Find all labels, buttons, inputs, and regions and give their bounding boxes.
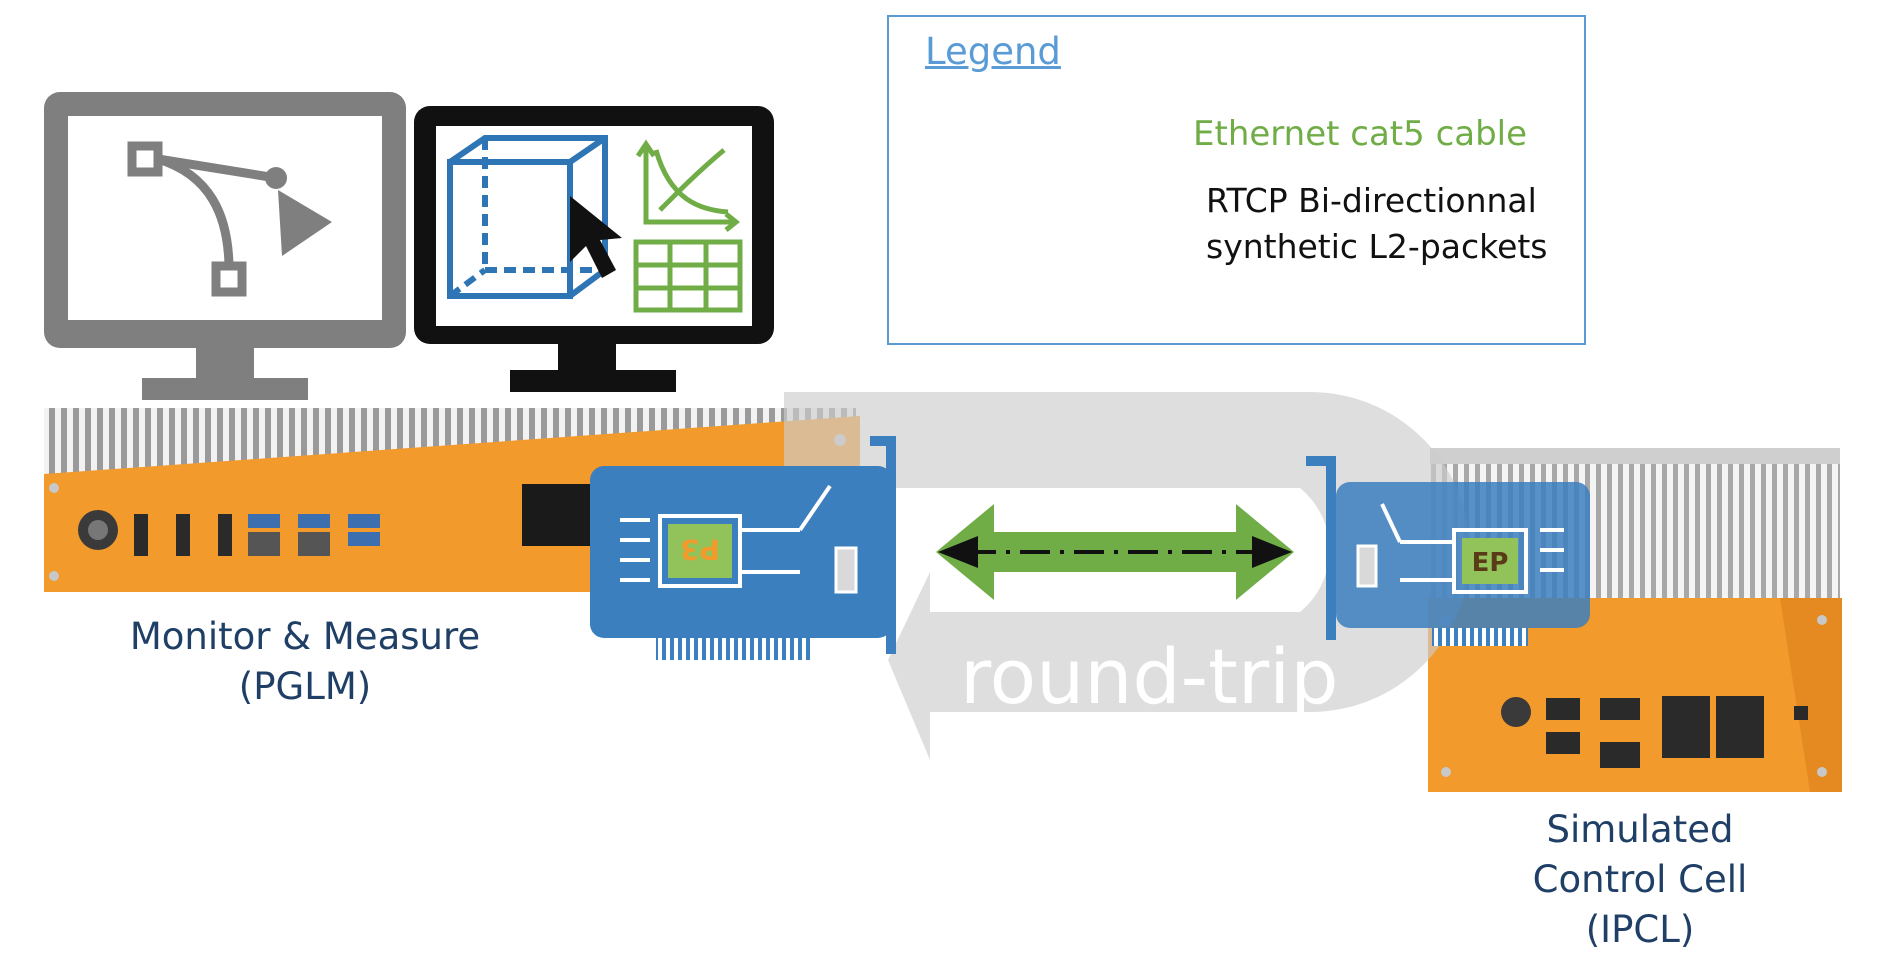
black-monitor-icon [414, 106, 774, 392]
ipcl-label: Simulated Control Cell (IPCL) [1480, 805, 1800, 955]
legend-box [887, 15, 1586, 345]
cursor-icon [570, 196, 622, 278]
gray-monitor-icon [44, 92, 406, 400]
bezier-tool-icon [127, 141, 277, 297]
ipcl-pc [1428, 448, 1842, 792]
pglm-label-line2: (PGLM) [238, 664, 372, 708]
nic-right: EP [1306, 456, 1590, 646]
pglm-label: Monitor & Measure (PGLM) [100, 612, 510, 712]
legend-rtcp-label: RTCP Bi-directionnal synthetic L2-packet… [1206, 178, 1548, 270]
table-icon [633, 239, 743, 313]
legend-ethernet-label: Ethernet cat5 cable [1193, 114, 1528, 154]
nic-right-chip-text: EP [1472, 548, 1509, 578]
chart-icon [635, 139, 741, 232]
nic-left-chip-text: P3 [680, 533, 720, 566]
round-trip-arrow-icon [784, 392, 1470, 760]
legend-rtcp-line2: synthetic L2-packets [1206, 227, 1548, 267]
nic-left: P3 [590, 436, 896, 660]
round-trip-label: round-trip [960, 632, 1339, 721]
legend-title: Legend [925, 30, 1061, 73]
ethernet-cable-arrow-icon [936, 504, 1294, 600]
legend-rtcp-line1: RTCP Bi-directionnal [1206, 181, 1537, 220]
pglm-label-line1: Monitor & Measure [129, 615, 481, 658]
ipcl-label-line3: (IPCL) [1585, 907, 1695, 951]
ipcl-label-line1: Simulated [1546, 808, 1734, 851]
ipcl-label-line2: Control Cell [1532, 857, 1748, 901]
